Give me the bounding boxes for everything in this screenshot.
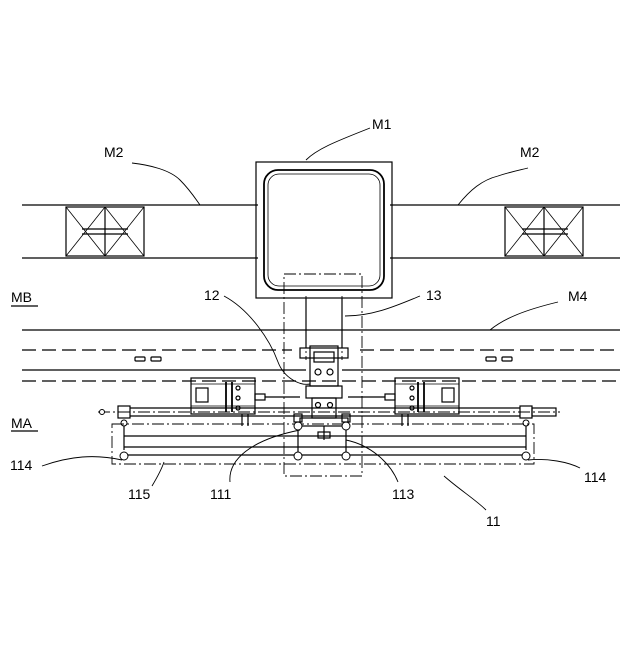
label-114-left: 114	[10, 457, 33, 473]
envelope-outline	[284, 274, 362, 476]
label-114-right: 114	[584, 469, 607, 485]
label-m4: M4	[568, 288, 588, 304]
guide-rail	[98, 406, 560, 450]
column-m1	[256, 162, 392, 298]
trolley-right	[348, 378, 459, 426]
label-m2-left: M2	[104, 144, 124, 160]
lower-frame	[112, 414, 534, 464]
label-12: 12	[204, 287, 220, 303]
label-115: 115	[128, 486, 151, 502]
brace-box-left	[66, 207, 144, 256]
label-ma: MA	[11, 415, 33, 431]
drive-assembly	[300, 346, 348, 440]
label-m1: M1	[372, 116, 392, 132]
support-shaft	[306, 298, 342, 348]
beam-m2	[22, 205, 620, 258]
label-13: 13	[426, 287, 442, 303]
label-mb: MB	[11, 289, 32, 305]
label-m2-right: M2	[520, 144, 540, 160]
label-11: 11	[486, 513, 501, 529]
labels: M1 M2 M2 MB 12 13 M4 MA 114 114 115 111 …	[10, 116, 607, 529]
brace-box-right	[505, 207, 583, 256]
label-111: 111	[210, 486, 231, 502]
label-113: 113	[392, 486, 415, 502]
